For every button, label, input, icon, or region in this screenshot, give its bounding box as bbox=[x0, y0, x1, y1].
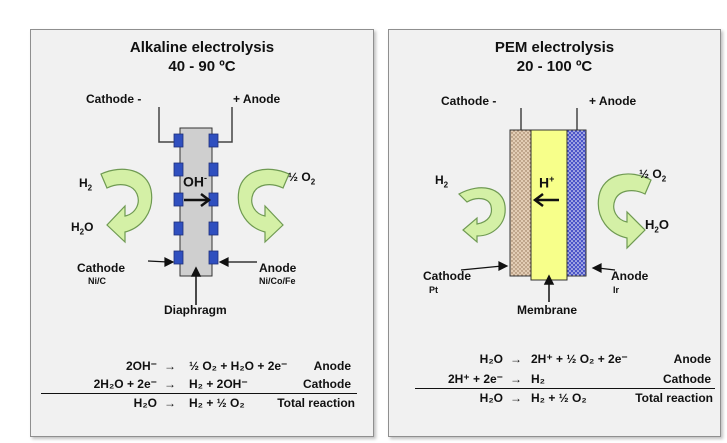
pem-cathode-material: Pt bbox=[429, 285, 438, 295]
pem-title: PEM electrolysis bbox=[494, 39, 615, 56]
h2-flow-arrow bbox=[458, 187, 506, 244]
alkaline-h2-label: H2 bbox=[79, 176, 93, 193]
alkaline-anode-terminal: + Anode bbox=[233, 92, 281, 106]
alkaline-cell-diagram bbox=[100, 107, 290, 305]
pem-cathode-label: Cathode bbox=[423, 269, 471, 283]
reaction-right: H₂ bbox=[531, 372, 545, 386]
pem-anode-material: Ir bbox=[613, 285, 620, 295]
pem-h2o-label: H2O bbox=[645, 217, 669, 235]
reaction-right: ½ O₂ + H₂O + 2e⁻ bbox=[189, 359, 288, 373]
reaction-left: H₂O bbox=[479, 352, 503, 366]
reaction-arrow: → bbox=[164, 359, 176, 373]
cathode-wire bbox=[158, 107, 179, 143]
membrane-pointer bbox=[543, 274, 555, 302]
reaction-arrow: → bbox=[164, 396, 176, 410]
pem-cathode-terminal: Cathode - bbox=[441, 94, 497, 108]
pem-cell-diagram bbox=[458, 108, 652, 302]
pem-ion-label: H+ bbox=[539, 174, 555, 191]
reaction-right: H₂ + 2OH⁻ bbox=[189, 377, 248, 391]
alkaline-title: Alkaline electrolysis bbox=[129, 39, 275, 56]
reaction-arrow: → bbox=[510, 391, 522, 405]
reaction-right: H₂ + ½ O₂ bbox=[189, 396, 245, 410]
cathode-electrode-blocks bbox=[173, 133, 184, 265]
reaction-electrode: Cathode bbox=[303, 377, 351, 391]
anode-pointer bbox=[218, 257, 257, 267]
reaction-electrode: Cathode bbox=[663, 372, 711, 386]
alkaline-temperature: 40 - 90 ºC bbox=[168, 58, 236, 75]
pem-anode-terminal: + Anode bbox=[589, 94, 637, 108]
alkaline-h2o-label: H2O bbox=[71, 220, 94, 237]
pem-o2-label: ½ O2 bbox=[639, 167, 667, 184]
cathode-pointer bbox=[460, 261, 509, 271]
pem-membrane bbox=[530, 129, 568, 281]
alkaline-anode-material: Ni/Co/Fe bbox=[259, 276, 296, 286]
reaction-arrow: → bbox=[510, 352, 522, 366]
pem-anode-layer bbox=[566, 129, 587, 277]
anode-wire bbox=[212, 107, 233, 143]
pem-h2-label: H2 bbox=[435, 173, 449, 190]
reaction-left: 2H⁺ + 2e⁻ bbox=[447, 372, 503, 386]
reaction-arrow: → bbox=[164, 377, 176, 391]
reaction-right: H₂ + ½ O₂ bbox=[531, 391, 587, 405]
pem-temperature: 20 - 100 ºC bbox=[516, 58, 593, 75]
reaction-left: H₂O bbox=[479, 391, 503, 405]
alkaline-cathode-label: Cathode bbox=[77, 261, 125, 275]
alkaline-anode-label: Anode bbox=[259, 261, 297, 275]
reaction-electrode: Anode bbox=[673, 352, 711, 366]
reaction-electrode: Total reaction bbox=[635, 391, 713, 405]
h2o-h2-flow-arrow bbox=[100, 168, 153, 244]
pem-separator-label: Membrane bbox=[517, 303, 578, 317]
pem-anode-label: Anode bbox=[611, 269, 649, 283]
reaction-left: H₂O bbox=[133, 396, 157, 410]
cathode-pointer bbox=[147, 257, 175, 267]
alkaline-cathode-material: Ni/C bbox=[88, 276, 106, 286]
alkaline-ion-label: OH- bbox=[183, 173, 207, 190]
reaction-electrode: Anode bbox=[313, 359, 351, 373]
anode-pointer bbox=[591, 263, 616, 273]
hydroxide-arrow bbox=[184, 193, 212, 207]
alkaline-panel: Alkaline electrolysis 40 - 90 ºC bbox=[30, 29, 374, 437]
alkaline-o2-label: ½ O2 bbox=[288, 170, 316, 187]
reaction-electrode: Total reaction bbox=[277, 396, 355, 410]
o2-flow-arrow bbox=[237, 168, 290, 244]
proton-arrow bbox=[532, 193, 559, 207]
reaction-left: 2OH⁻ bbox=[125, 359, 157, 373]
diaphragm-pointer bbox=[190, 266, 202, 305]
h2o-o2-flow-arrow bbox=[597, 173, 652, 250]
reaction-sum-rule bbox=[41, 393, 357, 394]
pem-panel: PEM electrolysis 20 - 100 ºC bbox=[388, 29, 721, 437]
reaction-right: 2H⁺ + ½ O₂ + 2e⁻ bbox=[531, 352, 628, 366]
reaction-arrow: → bbox=[510, 372, 522, 386]
alkaline-separator-label: Diaphragm bbox=[164, 303, 227, 317]
alkaline-cathode-terminal: Cathode - bbox=[86, 92, 142, 106]
reaction-sum-rule bbox=[415, 388, 715, 389]
reaction-left: 2H₂O + 2e⁻ bbox=[93, 377, 157, 391]
pem-cathode-layer bbox=[509, 129, 532, 277]
